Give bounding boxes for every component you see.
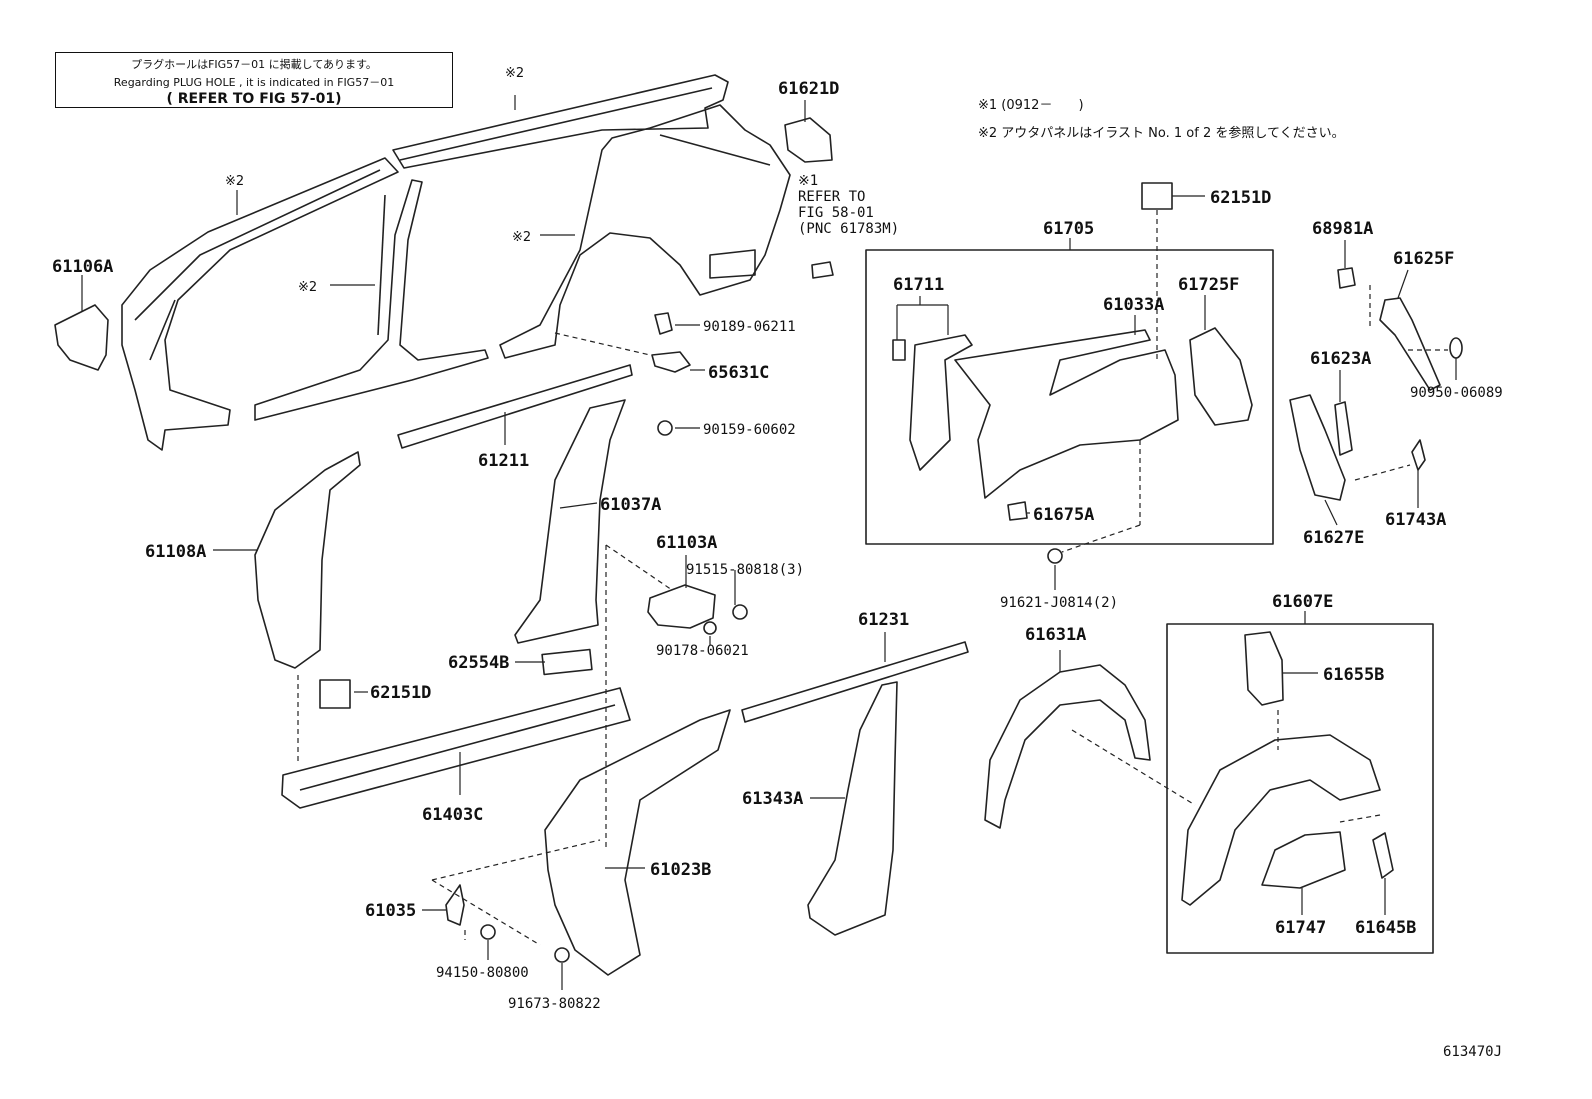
part-68981a-shape xyxy=(1337,267,1356,289)
label-62151d-right: 62151D xyxy=(1210,188,1271,208)
label-91673-80822: 91673-80822 xyxy=(508,996,601,1012)
part-61035-shape xyxy=(445,884,465,926)
legend-notes: ※1 (0912－ ) ※2 アウタパネルはイラスト No. 1 of 2 を参… xyxy=(978,92,1345,148)
refer-note-box: プラグホールはFIG57－01 に掲載してあります。 Regarding PLU… xyxy=(55,52,453,108)
label-61106a: 61106A xyxy=(52,257,113,277)
label-61725f: 61725F xyxy=(1178,275,1239,295)
part-61607-wheelhouse-shape xyxy=(1181,734,1381,906)
asterisk2-front: ※2 xyxy=(225,174,244,189)
part-90159-icon xyxy=(657,420,673,436)
note-line-jp: プラグホールはFIG57－01 に掲載してあります。 xyxy=(131,58,377,71)
label-65631c: 65631C xyxy=(708,363,769,383)
illustration-id: 613470J xyxy=(1443,1044,1503,1060)
label-61033a: 61033A xyxy=(1103,295,1164,315)
label-91621-j0814: 91621-J0814(2) xyxy=(1000,595,1118,611)
part-61343a-shape xyxy=(807,681,898,936)
part-61743a-shape xyxy=(1411,439,1426,471)
note-refer: ( REFER TO FIG 57-01) xyxy=(166,91,342,107)
label-90189-06211: 90189-06211 xyxy=(703,319,796,335)
label-61625f: 61625F xyxy=(1393,249,1454,269)
part-90178-icon xyxy=(703,621,717,635)
part-62554b-shape xyxy=(541,648,593,676)
part-90950-icon xyxy=(1449,337,1463,359)
label-94150-80800: 94150-80800 xyxy=(436,965,529,981)
label-61343a: 61343A xyxy=(742,789,803,809)
part-61623a-shape xyxy=(1334,401,1353,456)
part-61108a-shape xyxy=(254,451,361,669)
part-61711-shape xyxy=(909,334,973,471)
label-61743a: 61743A xyxy=(1385,510,1446,530)
part-91515-icon xyxy=(732,604,748,620)
quarter-panel-shape xyxy=(499,104,791,359)
part-61037a-shape xyxy=(514,399,626,644)
part-62151d-left-shape xyxy=(319,679,351,709)
label-61108a: 61108A xyxy=(145,542,206,562)
label-91515-80818: 91515-80818(3) xyxy=(686,562,804,578)
label-90178-06021: 90178-06021 xyxy=(656,643,749,659)
part-91673-icon xyxy=(554,947,570,963)
part-61231-shape xyxy=(741,641,969,723)
label-61675a: 61675A xyxy=(1033,505,1094,525)
part-61621d-shape xyxy=(784,117,833,163)
part-61655b-shape xyxy=(1244,631,1284,706)
part-65631c-shape xyxy=(651,351,691,373)
part-61625f-shape xyxy=(1379,297,1441,391)
label-68981a: 68981A xyxy=(1312,219,1373,239)
label-61231: 61231 xyxy=(858,610,909,630)
part-61627e-shape xyxy=(1289,394,1346,501)
note-line-en: Regarding PLUG HOLE , it is indicated in… xyxy=(113,76,395,89)
note-1: ※1 (0912－ ) xyxy=(978,98,1084,113)
note-2: ※2 アウタパネルはイラスト No. 1 of 2 を参照してください。 xyxy=(978,126,1345,141)
part-61747-shape xyxy=(1261,831,1346,889)
part-61675a-shape xyxy=(1007,501,1028,521)
label-61631a: 61631A xyxy=(1025,625,1086,645)
part-61725f-shape xyxy=(1189,327,1253,426)
label-90950-06089: 90950-06089 xyxy=(1410,385,1503,401)
label-61211: 61211 xyxy=(478,451,529,471)
label-90159-60602: 90159-60602 xyxy=(703,422,796,438)
part-61103a-shape xyxy=(647,584,716,629)
part-94150-icon xyxy=(480,924,496,940)
label-61747: 61747 xyxy=(1275,918,1326,938)
label-61627e: 61627E xyxy=(1303,528,1364,548)
label-61645b: 61645B xyxy=(1355,918,1416,938)
part-61645b-shape xyxy=(1372,832,1394,879)
label-62151d-left: 62151D xyxy=(370,683,431,703)
part-61211-shape xyxy=(397,364,633,449)
part-91621-icon xyxy=(1047,548,1063,564)
part-61783m-icon xyxy=(811,261,834,279)
label-61705: 61705 xyxy=(1043,219,1094,239)
part-61023b-shape xyxy=(544,709,731,976)
asterisk2-center: ※2 xyxy=(298,280,317,295)
label-61607e: 61607E xyxy=(1272,592,1333,612)
label-61403c: 61403C xyxy=(422,805,483,825)
label-61655b: 61655B xyxy=(1323,665,1384,685)
part-61631a-shape xyxy=(984,664,1151,829)
refer-fig-58-note: ※1 REFER TO FIG 58-01 (PNC 61783M) xyxy=(798,173,900,237)
part-61403c-shape xyxy=(281,687,631,809)
part-90189-icon xyxy=(654,312,673,335)
part-62151d-right-shape xyxy=(1141,182,1173,210)
asterisk2-roof: ※2 xyxy=(505,66,524,81)
front-pillar-shape xyxy=(121,157,399,451)
roof-side-rail-shape xyxy=(392,74,729,169)
label-61623a: 61623A xyxy=(1310,349,1371,369)
label-62554b: 62554B xyxy=(448,653,509,673)
center-pillar-shape xyxy=(254,179,489,421)
label-61023b: 61023B xyxy=(650,860,711,880)
label-61035: 61035 xyxy=(365,901,416,921)
asterisk2-quarter: ※2 xyxy=(512,230,531,245)
part-61106a-shape xyxy=(54,304,109,371)
label-61711: 61711 xyxy=(893,275,944,295)
label-61103a: 61103A xyxy=(656,533,717,553)
label-61037a: 61037A xyxy=(600,495,661,515)
label-61621d: 61621D xyxy=(778,79,839,99)
part-61033a-shape xyxy=(954,329,1179,499)
